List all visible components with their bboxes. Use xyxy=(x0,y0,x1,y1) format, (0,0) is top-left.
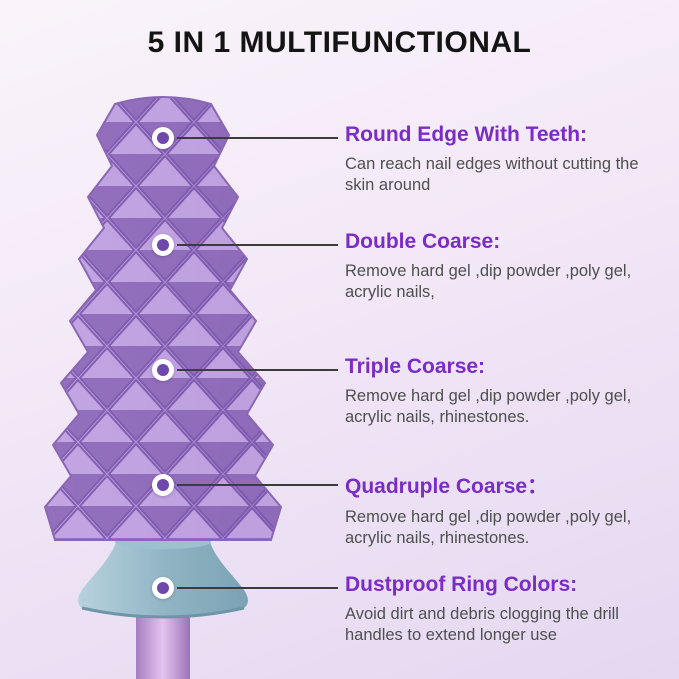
callout-dot xyxy=(152,234,174,256)
dustproof-ring xyxy=(78,535,248,619)
callout-dot-center xyxy=(157,364,169,376)
callout-dot-center xyxy=(157,132,169,144)
callout-dot-center xyxy=(157,239,169,251)
feature-title: Triple Coarse: xyxy=(345,355,486,378)
callout-line xyxy=(177,587,338,589)
callout-dot-center xyxy=(157,479,169,491)
feature-title: Quadruple Coarse： xyxy=(345,475,549,498)
feature-description: Remove hard gel ,dip powder ,poly gel, a… xyxy=(345,508,632,547)
feature-title: Round Edge With Teeth: xyxy=(345,123,588,146)
feature-description: Remove hard gel ,dip powder ,poly gel, a… xyxy=(345,262,632,301)
callout-dot xyxy=(152,474,174,496)
nail-drill-bit-illustration xyxy=(43,96,283,679)
feature-description: Avoid dirt and debris clogging the drill… xyxy=(345,605,619,644)
feature-description: Can reach nail edges without cutting the… xyxy=(345,155,639,194)
callout-dot xyxy=(152,359,174,381)
callout-line xyxy=(177,484,338,486)
callout-line xyxy=(177,244,338,246)
feature-title: Double Coarse: xyxy=(345,230,501,253)
callout-line xyxy=(177,369,338,371)
callout-dot xyxy=(152,577,174,599)
callout-dot xyxy=(152,127,174,149)
page-title: 5 IN 1 MULTIFUNCTIONAL xyxy=(147,26,532,59)
callout-line xyxy=(177,137,338,139)
callout-dot-center xyxy=(157,582,169,594)
feature-description: Remove hard gel ,dip powder ,poly gel, a… xyxy=(345,387,632,426)
feature-title: Dustproof Ring Colors: xyxy=(345,573,578,596)
